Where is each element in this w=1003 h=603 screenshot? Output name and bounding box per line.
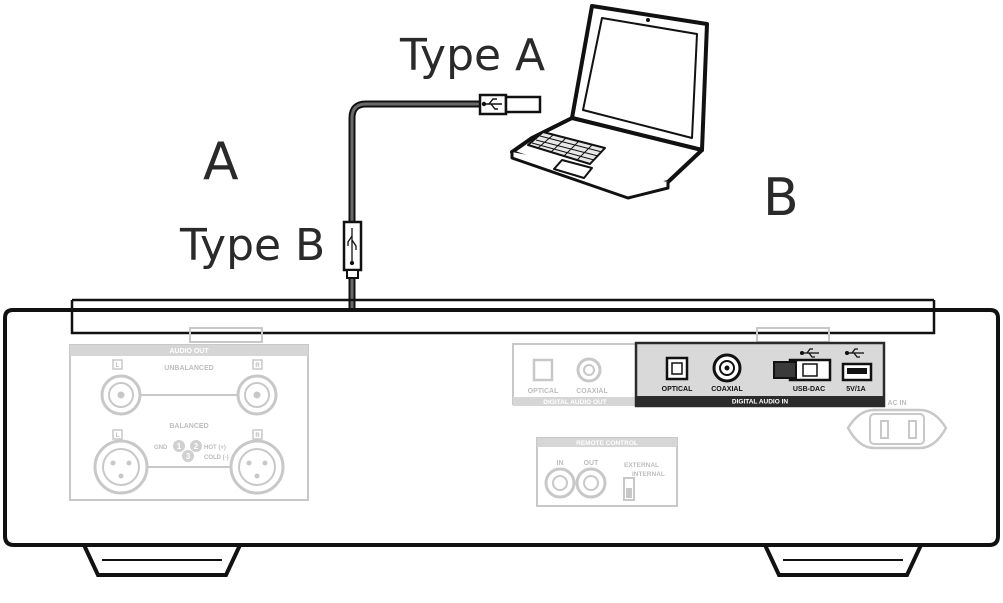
usb-symbol-icon xyxy=(844,348,864,358)
label-b: B xyxy=(763,168,799,228)
remote-in-label: IN xyxy=(557,460,564,467)
remote-control-label: REMOTE CONTROL xyxy=(576,440,638,447)
usb-symbol-icon xyxy=(799,348,819,358)
external-label: EXTERNAL xyxy=(624,462,659,469)
audio-out-label: AUDIO OUT xyxy=(169,348,209,355)
rear-panel-faded-labels: AUDIO OUT UNBALANCED L R BALANCED L R GN… xyxy=(116,348,907,478)
coaxial-in-label: COAXIAL xyxy=(711,386,743,393)
optical-out-label: OPTICAL xyxy=(528,388,559,395)
channel-r-label: R xyxy=(255,363,260,369)
channel-r-label: R xyxy=(255,433,260,439)
digital-audio-in-panel xyxy=(634,341,886,408)
digital-audio-out-label: DIGITAL AUDIO OUT xyxy=(543,399,606,406)
digital-audio-in-labels: OPTICAL COAXIAL USB-DAC 5V/1A DIGITAL AU… xyxy=(662,386,866,406)
channel-l-label: L xyxy=(116,363,120,369)
usb-5v-label: 5V/1A xyxy=(846,386,865,393)
rear-panel-faded xyxy=(69,327,948,507)
ac-in-label: AC IN xyxy=(887,400,906,407)
cold-label: COLD (-) xyxy=(204,455,229,461)
type-b-label: Type B xyxy=(180,220,326,271)
usb-dac-label: USB-DAC xyxy=(793,386,825,393)
balanced-label: BALANCED xyxy=(169,423,208,430)
device-chassis xyxy=(3,298,1000,577)
usb-symbol-icon xyxy=(481,98,502,110)
pin-1-label: 1 xyxy=(177,442,182,451)
hot-label: HOT (+) xyxy=(204,445,226,451)
remote-out-label: OUT xyxy=(584,460,600,467)
digital-audio-in-label: DIGITAL AUDIO IN xyxy=(732,399,789,406)
usb-type-a-plug xyxy=(478,93,542,116)
usb-symbol-icon xyxy=(347,228,357,266)
usb-type-b-plug xyxy=(342,220,363,279)
channel-l-label: L xyxy=(116,433,120,439)
gnd-label: GND xyxy=(154,445,168,451)
coaxial-out-label: COAXIAL xyxy=(576,388,608,395)
label-a: A xyxy=(203,132,239,192)
optical-in-label: OPTICAL xyxy=(662,386,693,393)
unbalanced-label: UNBALANCED xyxy=(164,365,213,372)
type-a-label: Type A xyxy=(400,30,546,81)
laptop-illustration xyxy=(510,4,709,200)
internal-label: INTERNAL xyxy=(632,471,665,478)
pin-2-label: 2 xyxy=(194,442,199,451)
pin-3-label: 3 xyxy=(186,452,191,461)
